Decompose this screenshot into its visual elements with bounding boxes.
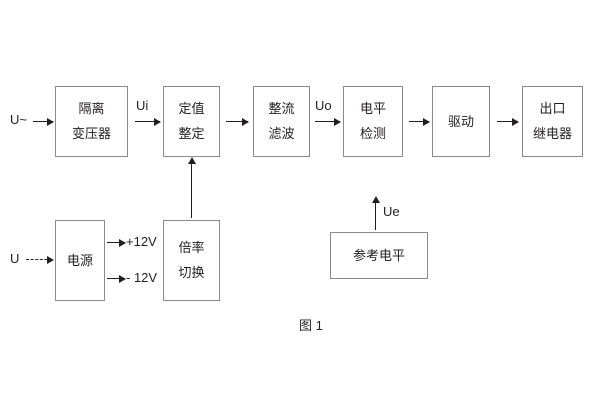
block-reference-level: 参考电平 xyxy=(330,232,428,279)
block-rectifier-filter: 整流 滤波 xyxy=(253,86,310,157)
block-drive: 驱动 xyxy=(432,86,490,157)
block-power-supply-line1: 电源 xyxy=(66,252,93,268)
block-level-detection-line1: 电平 xyxy=(359,101,386,117)
block-multiplier-switch-line1: 倍率 xyxy=(178,240,205,256)
block-rectifier-filter-line1: 整流 xyxy=(268,101,295,117)
arrow-rectifier-filter-to-level-detection xyxy=(315,117,341,126)
arrow-multiplier-switch-to-setting-value xyxy=(187,157,196,218)
arrow-drive-to-output-relay xyxy=(497,117,519,126)
block-setting-value: 定值 整定 xyxy=(163,86,220,157)
block-output-relay-line1: 出口 xyxy=(539,101,566,117)
rail-label-negative-12v: - 12V xyxy=(126,270,158,285)
block-rectifier-filter-line2: 滤波 xyxy=(268,126,295,141)
block-setting-value-line1: 定值 xyxy=(178,101,205,117)
rail-label-positive-12v: +12V xyxy=(126,234,157,249)
signal-label-ue: Ue xyxy=(383,204,400,219)
input-label-u-dc: U xyxy=(10,251,20,266)
arrow-isolation-transformer-to-setting-value xyxy=(135,117,161,126)
arrow-input-to-isolation-transformer xyxy=(33,117,54,126)
block-reference-level-line1: 参考电平 xyxy=(352,247,405,263)
block-output-relay: 出口 继电器 xyxy=(522,86,583,157)
block-setting-value-line2: 整定 xyxy=(178,126,205,141)
block-multiplier-switch: 倍率 切换 xyxy=(163,220,220,301)
block-isolation-transformer-line1: 隔离 xyxy=(78,101,105,117)
block-output-relay-line2: 继电器 xyxy=(532,126,572,141)
block-power-supply: 电源 xyxy=(55,220,105,301)
block-isolation-transformer-line2: 变压器 xyxy=(71,126,111,141)
figure-caption: 图 1 xyxy=(299,318,323,333)
signal-label-uo: Uo xyxy=(315,98,332,113)
block-isolation-transformer: 隔离 变压器 xyxy=(55,86,128,157)
block-level-detection: 电平 检测 xyxy=(343,86,403,157)
block-level-detection-line2: 检测 xyxy=(359,126,386,141)
arrow-input-to-power-supply xyxy=(26,255,54,264)
arrow-reference-level-to-level-detection xyxy=(371,196,380,230)
arrow-level-detection-to-drive xyxy=(409,117,430,126)
arrow-setting-value-to-rectifier-filter xyxy=(226,117,249,126)
arrow-power-supply-positive-rail xyxy=(107,238,126,247)
arrow-power-supply-negative-rail xyxy=(107,274,126,283)
signal-label-ui: Ui xyxy=(136,98,149,113)
block-multiplier-switch-line2: 切换 xyxy=(178,265,205,280)
input-label-u-ac: U~ xyxy=(10,112,27,127)
block-drive-line1: 驱动 xyxy=(447,113,474,129)
